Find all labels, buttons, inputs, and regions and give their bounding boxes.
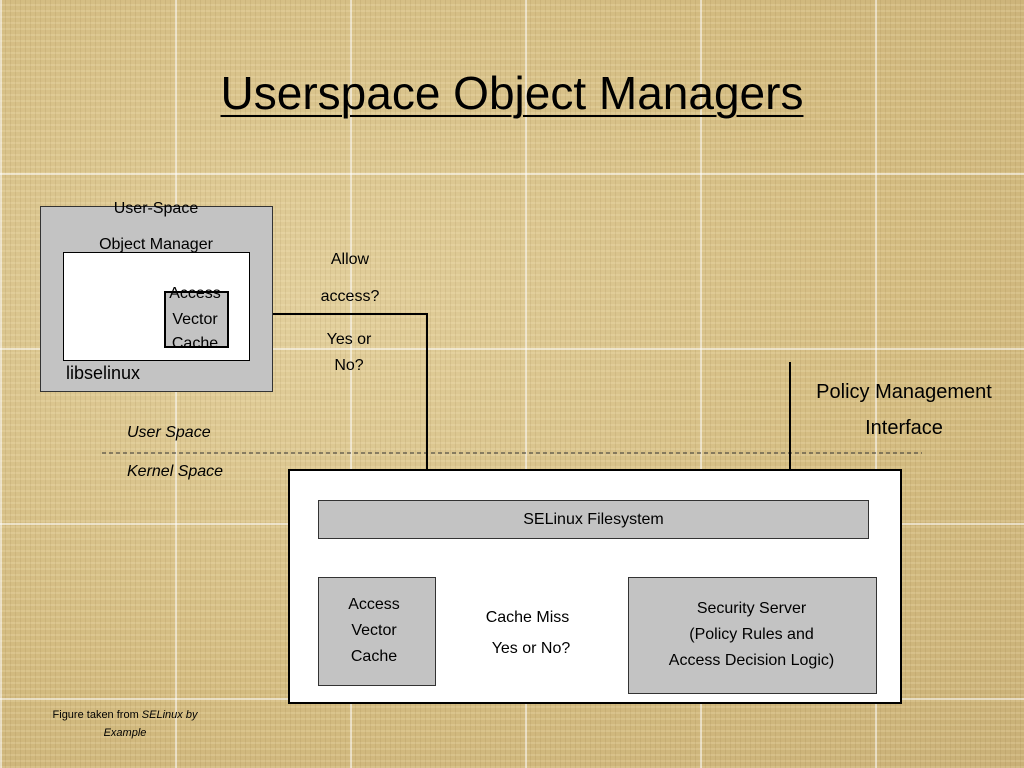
policy-management-label: Policy Management Interface [816,381,992,439]
libselinux-label: libselinux [66,363,141,383]
page-title: Userspace Object Managers [220,67,804,119]
security-server-box [628,577,877,694]
selinux-filesystem-label: SELinux Filesystem [523,510,664,528]
kernel-space-region-label: Kernel Space [127,463,224,480]
user-space-region-label: User Space [127,424,211,441]
caption-source-title: SELinux by [141,709,198,721]
avc-query-arrow [226,306,435,500]
kernel-avc-box [318,577,436,686]
selinux-filesystem-box: SELinux Filesystem [318,500,869,539]
userspace-avc-box [164,291,229,348]
yes-or-no-label: Yes or No? [326,331,372,374]
caption-source-title-cont: Example [103,727,147,739]
user-space-label: User-Space [113,200,199,217]
yes-or-no-response-label: Yes or No? [491,640,571,657]
cache-miss-label: Cache Miss [485,609,570,626]
figure-caption: Figure taken from SELinux by Example [52,709,198,739]
security-server-label: Security Server (Policy Rules and Access… [668,600,835,669]
kernel-avc-label: Access Vector Cache [348,596,400,665]
userspace-avc-label: Access Vector Cache [169,285,221,352]
allow-access-label: Allow access? [320,251,380,305]
object-manager-label: Object Manager [99,236,213,253]
